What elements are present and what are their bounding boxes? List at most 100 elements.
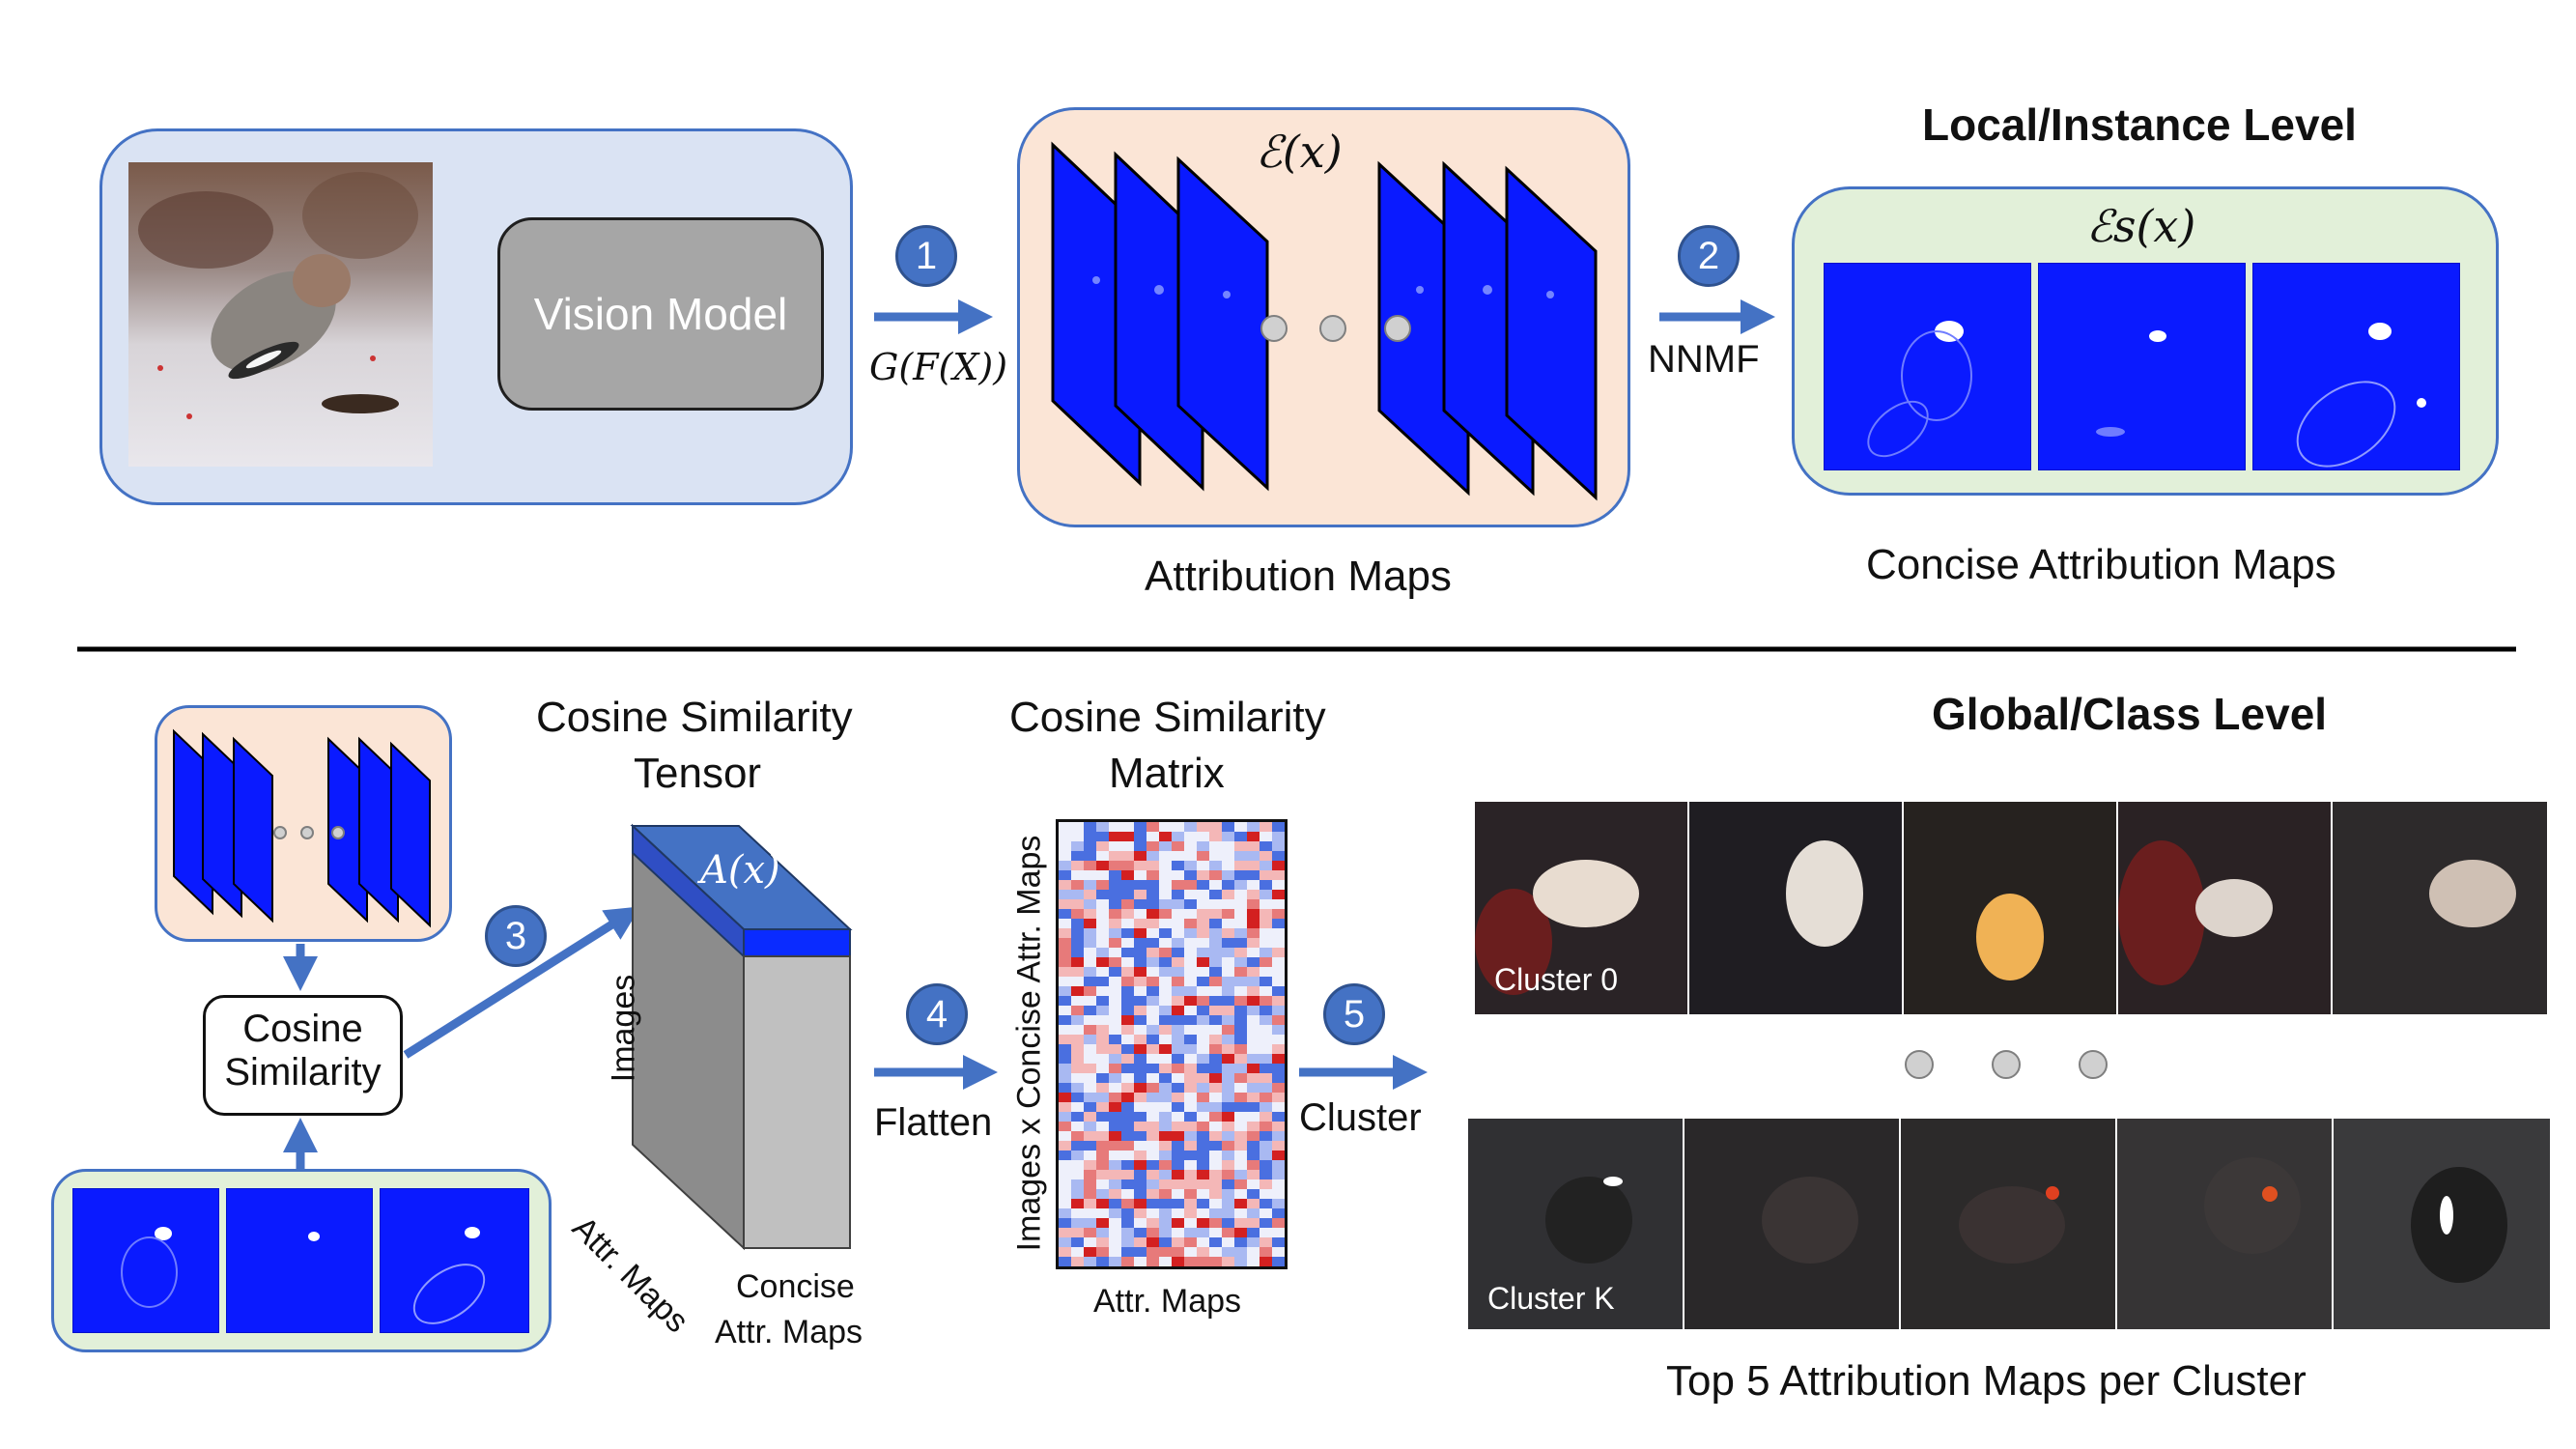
tensor-front-face (743, 955, 851, 1249)
matrix-cell (1234, 890, 1248, 900)
matrix-cell (1109, 832, 1122, 842)
matrix-cell (1272, 880, 1285, 891)
matrix-cell (1159, 1131, 1173, 1142)
matrix-cell (1234, 1237, 1248, 1248)
matrix-cell (1247, 919, 1260, 929)
matrix-cell (1247, 1247, 1260, 1258)
matrix-cell (1121, 986, 1135, 997)
matrix-cell (1059, 899, 1072, 910)
matrix-cell (1172, 957, 1185, 968)
matrix-cell (1071, 909, 1085, 920)
matrix-cell (1071, 1006, 1085, 1016)
matrix-cell (1234, 880, 1248, 891)
matrix-cell (1222, 909, 1235, 920)
matrix-cell (1197, 890, 1210, 900)
matrix-cell (1134, 851, 1147, 862)
matrix-cell (1121, 1228, 1135, 1238)
matrix-cell (1184, 1141, 1198, 1151)
matrix-cell (1272, 1199, 1285, 1209)
matrix-cell (1096, 1151, 1110, 1161)
matrix-cell (1071, 899, 1085, 910)
matrix-cell (1197, 1044, 1210, 1055)
matrix-cell (1159, 1122, 1173, 1132)
matrix-cell (1247, 1199, 1260, 1209)
matrix-cell (1234, 899, 1248, 910)
matrix-cell (1071, 1189, 1085, 1200)
matrix-cell (1222, 822, 1235, 833)
matrix-cell (1159, 1228, 1173, 1238)
vision-model-label: Vision Model (533, 289, 788, 339)
matrix-cell (1222, 1025, 1235, 1036)
matrix-cell (1146, 986, 1160, 997)
matrix-cell (1234, 822, 1248, 833)
matrix-cell (1134, 822, 1147, 833)
matrix-cell (1209, 986, 1223, 997)
matrix-cell (1172, 1035, 1185, 1045)
matrix-cell (1172, 1228, 1185, 1238)
matrix-cell (1134, 948, 1147, 958)
matrix-cell (1247, 1064, 1260, 1074)
matrix-cell (1260, 1170, 1273, 1180)
matrix-cell (1247, 1228, 1260, 1238)
matrix-cell (1272, 1083, 1285, 1094)
matrix-cell (1071, 1112, 1085, 1122)
matrix-cell (1096, 1015, 1110, 1026)
matrix-cell (1121, 1122, 1135, 1132)
matrix-cell (1260, 1083, 1273, 1094)
matrix-cell (1096, 1179, 1110, 1190)
attribution-map-stack-left (1051, 141, 1269, 492)
cluster-k-strip: Cluster K (1468, 1119, 2550, 1329)
matrix-cell (1146, 851, 1160, 862)
matrix-cell (1146, 1218, 1160, 1229)
matrix-cell (1209, 1025, 1223, 1036)
matrix-cell (1159, 1247, 1173, 1258)
matrix-cell (1134, 919, 1147, 929)
small-concise-map-2 (226, 1188, 373, 1333)
matrix-cell (1121, 1170, 1135, 1180)
matrix-cell (1159, 986, 1173, 997)
matrix-cell (1084, 1189, 1097, 1200)
matrix-cell (1084, 1093, 1097, 1103)
matrix-cell (1172, 841, 1185, 852)
matrix-cell (1247, 890, 1260, 900)
matrix-cell (1197, 1102, 1210, 1113)
matrix-cell (1146, 1170, 1160, 1180)
matrix-cell (1084, 967, 1097, 978)
matrix-cell (1172, 1199, 1185, 1209)
matrix-cell (1159, 1083, 1173, 1094)
matrix-cell (1121, 1083, 1135, 1094)
matrix-cell (1109, 1015, 1122, 1026)
matrix-cell (1234, 1102, 1248, 1113)
matrix-cell (1172, 1006, 1185, 1016)
matrix-cell (1134, 1015, 1147, 1026)
matrix-cell (1197, 1160, 1210, 1171)
cluster-0-thumb-1 (1475, 802, 1687, 1014)
matrix-cell (1209, 899, 1223, 910)
matrix-cell (1260, 1064, 1273, 1074)
matrix-cell (1272, 1179, 1285, 1190)
matrix-cell (1134, 1102, 1147, 1113)
matrix-cell (1146, 1228, 1160, 1238)
matrix-cell (1071, 1102, 1085, 1113)
step-3-badge: 3 (485, 905, 547, 967)
matrix-cell (1121, 1112, 1135, 1122)
matrix-cell (1084, 1006, 1097, 1016)
matrix-cell (1134, 1064, 1147, 1074)
cluster-k-thumb-4 (2117, 1119, 2332, 1329)
matrix-cell (1197, 1122, 1210, 1132)
matrix-cell (1096, 880, 1110, 891)
matrix-cell (1197, 919, 1210, 929)
matrix-cell (1109, 1083, 1122, 1094)
matrix-cell (1109, 1093, 1122, 1103)
matrix-cell (1121, 909, 1135, 920)
matrix-cell (1159, 1151, 1173, 1161)
matrix-cell (1222, 1141, 1235, 1151)
matrix-cell (1096, 986, 1110, 997)
tensor-face-label: A(x) (700, 848, 780, 893)
matrix-cell (1059, 1112, 1072, 1122)
matrix-cell (1059, 977, 1072, 987)
step-5-label: Cluster (1299, 1096, 1422, 1139)
matrix-cell (1146, 938, 1160, 949)
matrix-cell (1084, 1237, 1097, 1248)
matrix-cell (1121, 919, 1135, 929)
